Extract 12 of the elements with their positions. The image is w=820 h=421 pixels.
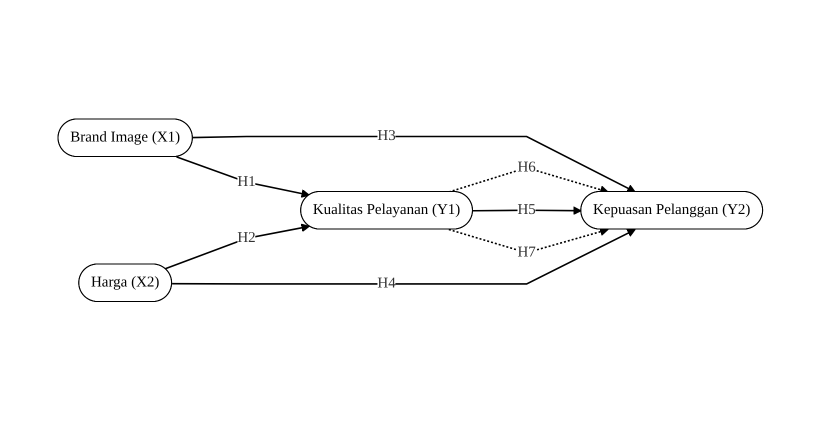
edge-label: H2 — [237, 230, 256, 246]
edge-label: H1 — [237, 174, 256, 190]
arrow — [176, 156, 310, 198]
arrow — [192, 136, 636, 193]
arrow — [164, 224, 310, 270]
edge-label: H7 — [517, 244, 536, 261]
edge-label: H5 — [517, 202, 536, 218]
edge-label: H6 — [517, 160, 536, 176]
arrow — [472, 206, 582, 216]
edge-label: H3 — [377, 128, 396, 144]
edge-label: H4 — [377, 276, 396, 292]
arrow — [172, 229, 636, 286]
